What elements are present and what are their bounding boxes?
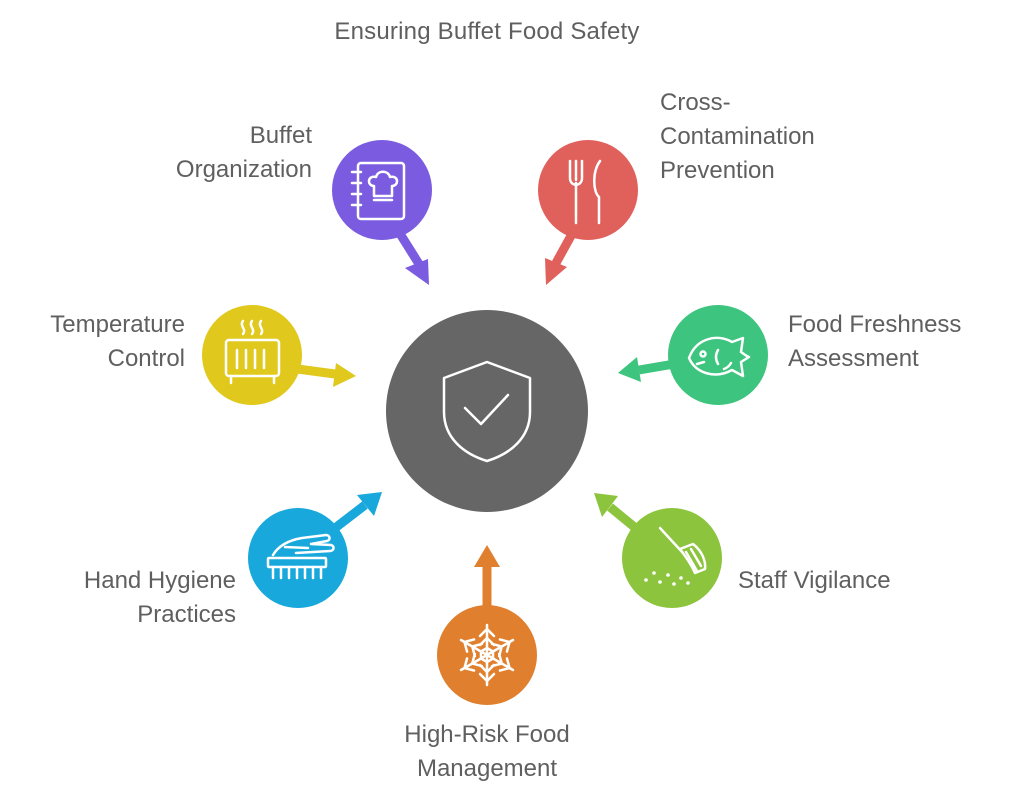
label-high-risk-food-management: High-Risk Food Management <box>362 718 612 786</box>
label-temperature-control: Temperature Control <box>0 308 185 376</box>
label-staff-vigilance: Staff Vigilance <box>738 564 968 598</box>
label-line: Food Freshness <box>788 311 962 338</box>
label-line: Practices <box>137 601 236 628</box>
node-food-freshness-assessment <box>668 305 768 405</box>
node-hand-hygiene-practices <box>248 508 348 608</box>
staff-vigilance-circle <box>622 508 722 608</box>
node-cross-contamination-prevention <box>538 140 638 240</box>
label-line: High-Risk Food <box>404 721 570 748</box>
broom-icon <box>658 526 707 575</box>
node-staff-vigilance <box>622 508 722 608</box>
label-food-freshness-assessment: Food Freshness Assessment <box>788 308 1018 376</box>
temperature-control-circle <box>202 305 302 405</box>
label-line: Prevention <box>660 157 775 184</box>
label-line: Organization <box>175 156 312 183</box>
heater-icon <box>224 319 281 385</box>
node-buffet-organization <box>332 140 432 240</box>
label-hand-hygiene-practices: Hand Hygiene Practices <box>20 564 236 632</box>
label-line: Control <box>107 345 185 372</box>
label-line: Staff Vigilance <box>738 567 891 594</box>
fork-knife-icon <box>568 159 602 225</box>
center-circle <box>386 310 588 512</box>
shield-check-icon <box>442 360 532 463</box>
center-node <box>386 310 588 512</box>
label-line: Temperature <box>50 311 185 338</box>
recipe-book-icon <box>350 161 406 221</box>
label-line: Contamination <box>660 123 815 150</box>
food-freshness-circle <box>668 305 768 405</box>
node-temperature-control <box>202 305 302 405</box>
cross-contamination-circle <box>538 140 638 240</box>
hand-brush-icon <box>266 533 335 580</box>
label-line: Assessment <box>788 345 919 372</box>
node-high-risk-food-management <box>437 605 537 705</box>
buffet-organization-circle <box>332 140 432 240</box>
label-cross-contamination-prevention: Cross- Contamination Prevention <box>660 86 890 188</box>
snowflake-icon <box>456 623 518 687</box>
label-line: Buffet <box>249 122 312 149</box>
diagram-title: Ensuring Buffet Food Safety <box>334 18 640 45</box>
label-line: Management <box>416 755 558 782</box>
dust-dots <box>644 571 690 586</box>
fish-icon <box>687 336 751 378</box>
label-line: Cross- <box>660 89 731 116</box>
label-buffet-organization: Buffet Organization <box>112 119 312 187</box>
label-line: Hand Hygiene <box>83 567 236 594</box>
